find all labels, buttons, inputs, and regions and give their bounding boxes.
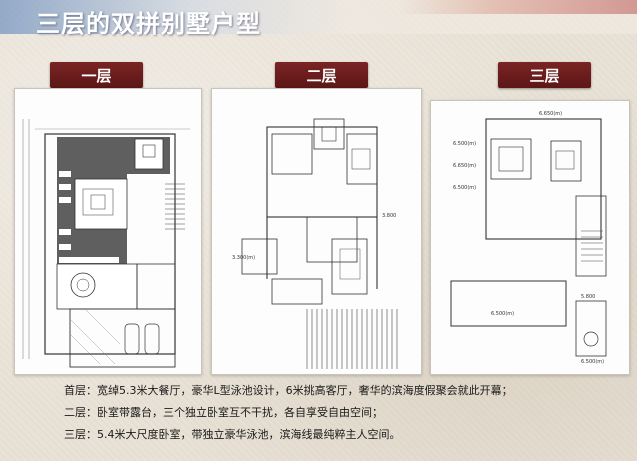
floor-plan-3: 6.650(m) 6.500(m) 6.650(m) 6.500(m) 5.80… [430, 100, 630, 375]
f3-elevation-a: 6.500(m) [453, 141, 476, 147]
f3-elevation-f: 6.500(m) [581, 359, 604, 365]
floor-plan-3-drawing: 6.650(m) 6.500(m) 6.650(m) 6.500(m) 5.80… [431, 101, 629, 374]
description-block: 首层：宽绰5.3米大餐厅，豪华L型泳池设计，6米挑高客厅，奢华的滨海度假聚会就此… [64, 380, 624, 446]
description-floor-1: 首层：宽绰5.3米大餐厅，豪华L型泳池设计，6米挑高客厅，奢华的滨海度假聚会就此… [64, 384, 513, 397]
description-floor-2: 二层：卧室带露台，三个独立卧室互不干扰，各自享受自由空间； [64, 406, 383, 419]
f3-elevation-c: 6.500(m) [453, 185, 476, 191]
description-floor-3: 三层：5.4米大尺度卧室，带独立豪华泳池，滨海线最纯粹主人空间。 [64, 428, 401, 441]
tab-floor-3: 三层 [498, 62, 591, 88]
f2-elevation-a: 3.300(m) [232, 255, 255, 261]
f2-elevation-b: 3.800 [382, 213, 396, 219]
floor-plan-2: 3.300(m) 3.800 [211, 88, 422, 375]
f3-elevation-d: 5.800 [581, 294, 595, 300]
tab-floor-1: 一层 [50, 62, 143, 88]
floor-plan-1 [14, 88, 202, 375]
f3-elevation-e: 6.500(m) [491, 311, 514, 317]
f3-elevation-top: 6.650(m) [539, 111, 562, 117]
f3-elevation-b: 6.650(m) [453, 163, 476, 169]
floor-plan-2-drawing: 3.300(m) 3.800 [212, 89, 421, 374]
tab-floor-2: 二层 [275, 62, 368, 88]
floor-plan-1-drawing [15, 89, 201, 374]
page-title: 三层的双拼别墅户型 [36, 9, 261, 38]
header-decoration-right [397, 0, 637, 14]
